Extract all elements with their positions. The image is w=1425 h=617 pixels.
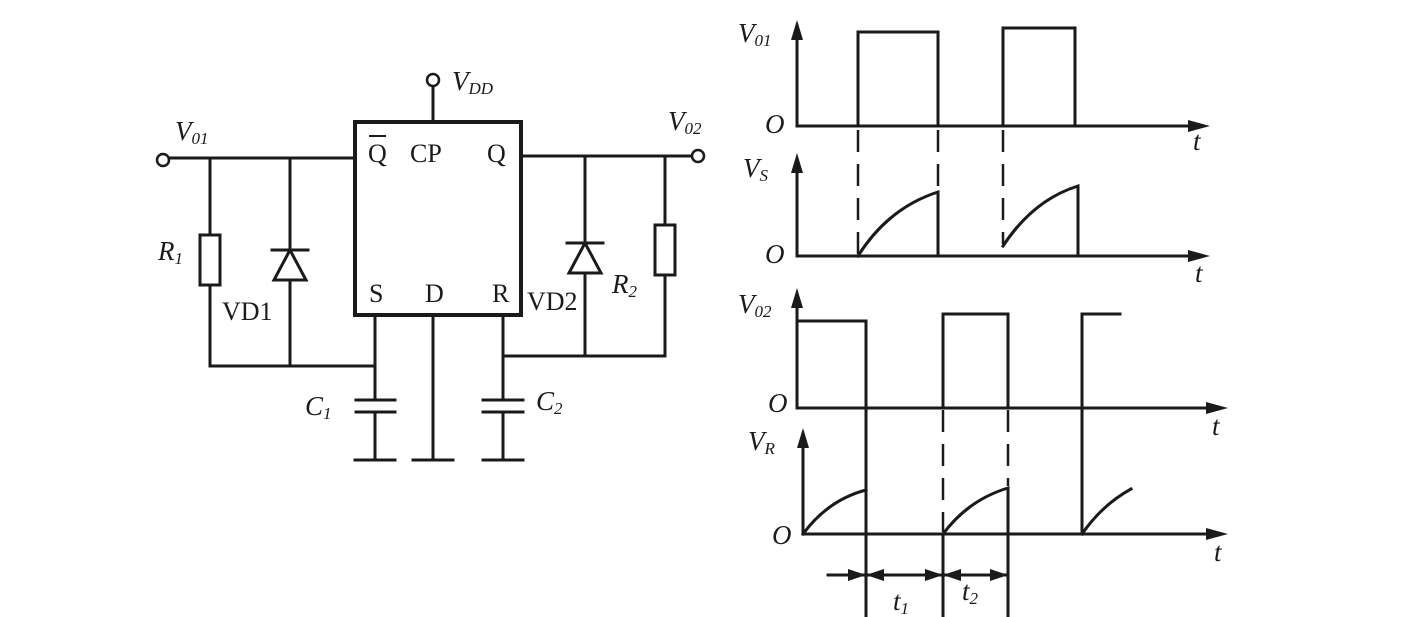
vd1-diode [271,246,309,282]
r2-label: R2 [611,269,638,301]
vs-charge-1 [855,189,940,259]
vr-origin: O [772,520,792,550]
vd2-label: VD2 [527,287,578,316]
v01-wave-label: V01 [738,18,772,50]
c2-label: C2 [536,386,563,418]
t1-inner-right-arrow [925,569,943,581]
flip-flop-block [353,120,523,317]
vs-charge-2 [1000,183,1080,258]
r1-label: R1 [157,236,183,268]
v01-terminal [155,152,171,168]
vs-wave-label: VS [743,153,769,185]
v01-x-arrow [1188,120,1210,132]
pin-q-label: Q [487,139,506,168]
v02-waveform [795,312,1122,410]
vs-y-arrow [791,153,803,173]
v02-y-arrow [791,288,803,308]
v02-x-arrow [1206,402,1228,414]
r1-resistor [198,233,222,287]
v01-circuit-label: V01 [175,116,209,148]
vs-t-label: t [1195,258,1204,288]
vr-wave-label: VR [748,426,776,458]
r2-resistor [653,223,677,277]
pin-s-label: S [369,279,383,308]
vr-x-arrow [1206,528,1228,540]
vs-origin: O [765,239,785,269]
t1-label: t1 [893,586,909,617]
v01-y-arrow [791,20,803,40]
circuit: VDD Q CP Q S D R V01 R1 VD1 C1 [155,66,706,462]
vr-t-label: t [1214,537,1223,567]
v02-circuit-label: V02 [668,106,702,138]
v01-origin: O [765,109,785,139]
t2-label: t2 [962,576,979,608]
t1-left-arrow [848,569,866,581]
pin-qbar-label: Q [368,139,387,168]
vr-charge-2 [940,485,1010,537]
vr-y-arrow [797,428,809,448]
v01-waveform [795,26,1077,128]
waveforms: V01 O t VS O t V02 O t VR O t [738,18,1228,617]
v02-origin: O [768,388,788,418]
pin-d-label: D [425,279,444,308]
t2-inner-right-arrow [990,569,1008,581]
v02-terminal [690,148,706,164]
c1-label: C1 [305,391,332,423]
vd1-label: VD1 [222,297,273,326]
v02-t-label: t [1212,411,1221,441]
vs-x-arrow [1188,250,1210,262]
pin-r-label: R [492,279,510,308]
v01-t-label: t [1193,126,1202,156]
vdd-terminal [425,72,441,88]
pin-cp-label: CP [410,139,442,168]
t2-inner-left-arrow [943,569,961,581]
t1-inner-left-arrow [866,569,884,581]
v02-wave-label: V02 [738,289,772,321]
vdd-label: VDD [452,66,494,98]
vd2-diode [566,239,604,275]
vr-charge-3 [1079,486,1134,537]
vr-charge-1 [800,488,868,537]
